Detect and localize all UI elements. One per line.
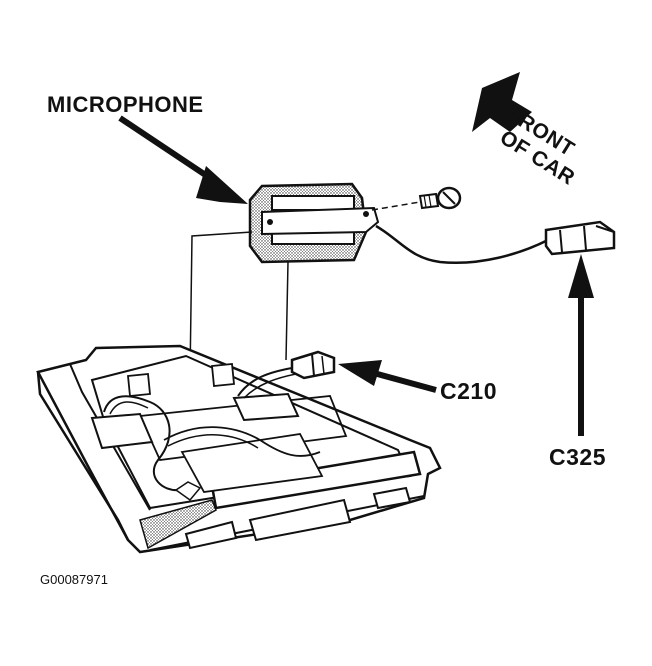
mounting-screw bbox=[371, 186, 462, 211]
c325-connector bbox=[544, 220, 616, 256]
c210-label: C210 bbox=[440, 378, 497, 404]
c210-connector bbox=[290, 350, 336, 380]
front-of-car-arrow bbox=[472, 72, 532, 132]
microphone-pointer-arrow bbox=[118, 115, 248, 204]
c325-label: C325 bbox=[549, 444, 606, 470]
figure-id: G00087971 bbox=[40, 572, 108, 587]
microphone bbox=[248, 182, 380, 264]
c210-pointer-arrow bbox=[338, 360, 437, 393]
mounting-leader-lines bbox=[189, 231, 289, 377]
overhead-console bbox=[36, 344, 442, 554]
microphone-cable bbox=[375, 224, 549, 264]
microphone-label: MICROPHONE bbox=[47, 92, 204, 117]
c325-pointer-arrow bbox=[568, 254, 594, 436]
